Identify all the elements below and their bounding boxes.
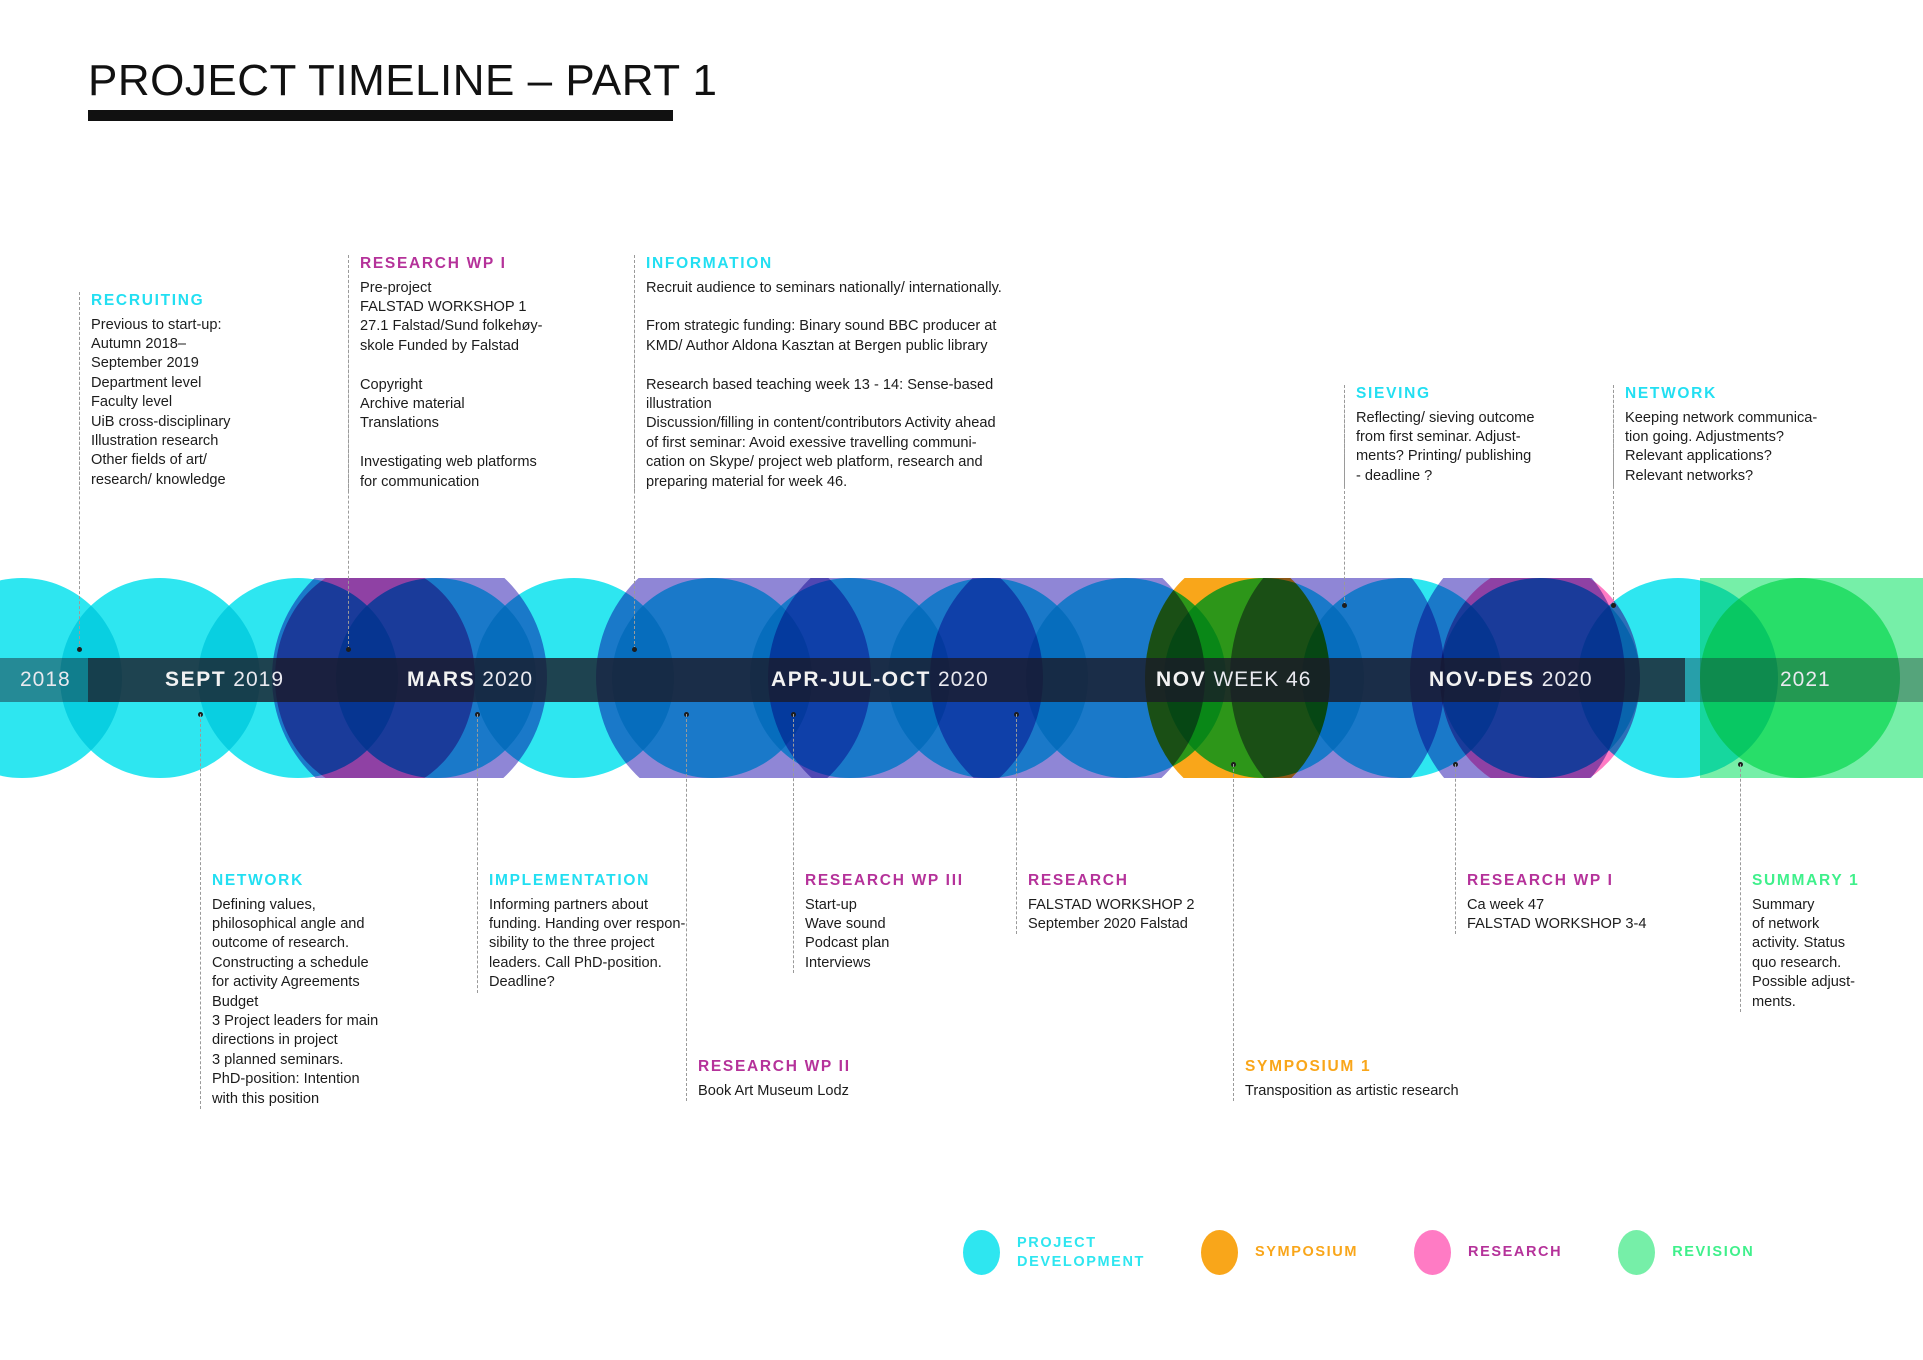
connector-symposium-1 <box>1233 764 1234 1066</box>
page-title-block: PROJECT TIMELINE – PART 1 <box>88 56 718 122</box>
legend-item-research: RESEARCH <box>1414 1230 1562 1275</box>
annotation-heading: RESEARCH WP III <box>805 872 964 889</box>
date-label-mars-2020: MARS 2020 <box>407 668 533 691</box>
connector-dot <box>1342 603 1347 608</box>
legend-item-revision: REVISION <box>1618 1230 1754 1275</box>
connector-research-wp-3 <box>793 714 794 880</box>
annotation-body: Informing partners about funding. Handin… <box>489 896 686 991</box>
annotation-sieving: SIEVING Reflecting/ sieving outcome from… <box>1344 385 1606 487</box>
connector-dot <box>346 647 351 652</box>
annotation-symposium-1: SYMPOSIUM 1 Transposition as artistic re… <box>1233 1058 1575 1101</box>
annotation-heading: RESEARCH WP I <box>360 255 507 272</box>
annotation-network-top: NETWORK Keeping network communica- tion … <box>1613 385 1885 487</box>
annotation-heading: IMPLEMENTATION <box>489 872 650 889</box>
circle-revision <box>1700 578 1900 778</box>
connector-network-top <box>1613 385 1614 605</box>
annotation-body: Pre-project FALSTAD WORKSHOP 1 27.1 Fals… <box>360 279 543 490</box>
connector-research-wp-2 <box>686 714 687 1066</box>
annotation-body: Defining values, philosophical angle and… <box>212 896 379 1107</box>
datebar <box>88 658 1685 702</box>
annotation-heading: NETWORK <box>212 872 304 889</box>
annotation-research-wp-2: RESEARCH WP II Book Art Museum Lodz <box>686 1058 978 1101</box>
datebar-segment-start <box>0 658 88 702</box>
annotation-heading: RECRUITING <box>91 292 205 309</box>
annotation-implementation: IMPLEMENTATION Informing partners about … <box>477 872 739 993</box>
annotation-body: Reflecting/ sieving outcome from first s… <box>1356 409 1535 484</box>
datebar-segment-end <box>1685 658 1923 702</box>
annotation-recruiting: RECRUITING Previous to start-up: Autumn … <box>79 292 351 491</box>
legend: PROJECT DEVELOPMENT SYMPOSIUM RESEARCH R… <box>963 1230 1810 1275</box>
legend-label: REVISION <box>1672 1244 1755 1261</box>
annotation-research-wp-1-top: RESEARCH WP I Pre-project FALSTAD WORKSH… <box>348 255 630 493</box>
legend-label: SYMPOSIUM <box>1254 1244 1359 1261</box>
legend-label: PROJECT DEVELOPMENT <box>1017 1235 1145 1270</box>
annotation-summary-1: SUMMARY 1 Summary of network activity. S… <box>1740 872 1912 1013</box>
legend-swatch-icon <box>1200 1230 1238 1275</box>
annotation-body: Book Art Museum Lodz <box>698 1082 849 1099</box>
date-label-sept-2019: SEPT 2019 <box>165 668 285 691</box>
connector-research-wp-1-bottom <box>1455 764 1456 880</box>
title-underline <box>88 110 673 122</box>
annotation-body: Previous to start-up: Autumn 2018– Septe… <box>91 316 231 488</box>
connector-dot <box>1611 603 1616 608</box>
legend-swatch-icon <box>1414 1230 1452 1275</box>
annotation-network-bottom: NETWORK Defining values, philosophical a… <box>200 872 462 1110</box>
annotation-heading: INFORMATION <box>646 255 773 272</box>
annotation-body: Keeping network communica- tion going. A… <box>1625 409 1818 484</box>
annotation-information: INFORMATION Recruit audience to seminars… <box>634 255 1046 493</box>
date-label-nov-week-46: NOV WEEK 46 <box>1156 668 1312 691</box>
date-label-2018: 2018 <box>20 668 71 691</box>
page-title: PROJECT TIMELINE – PART 1 <box>88 56 718 105</box>
annotation-body: FALSTAD WORKSHOP 2 September 2020 Falsta… <box>1028 896 1195 932</box>
annotation-heading: RESEARCH WP I <box>1467 872 1614 889</box>
legend-label: RESEARCH <box>1468 1244 1563 1261</box>
annotation-body: Ca week 47 FALSTAD WORKSHOP 3-4 <box>1467 896 1647 932</box>
annotation-body: Recruit audience to seminars nationally/… <box>646 279 1002 490</box>
annotation-heading: SYMPOSIUM 1 <box>1245 1058 1372 1075</box>
annotation-heading: RESEARCH WP II <box>698 1058 851 1075</box>
connector-dot <box>77 647 82 652</box>
connector-network-bottom <box>200 714 201 880</box>
connector-implementation <box>477 714 478 880</box>
connector-research-bottom <box>1016 714 1017 880</box>
annotation-research-wp-3: RESEARCH WP III Start-up Wave sound Podc… <box>793 872 1035 974</box>
annotation-heading: RESEARCH <box>1028 872 1129 889</box>
annotation-body: Start-up Wave sound Podcast plan Intervi… <box>805 896 890 971</box>
date-label-nov-des-2020: NOV-DES 2020 <box>1429 668 1593 691</box>
legend-swatch-icon <box>963 1230 1000 1275</box>
connector-dot <box>632 647 637 652</box>
annotation-research-bottom: RESEARCH FALSTAD WORKSHOP 2 September 20… <box>1016 872 1258 935</box>
annotation-heading: NETWORK <box>1625 385 1717 402</box>
connector-sieving <box>1344 385 1345 605</box>
date-label-apr-jul-oct-2020: APR-JUL-OCT 2020 <box>771 668 989 691</box>
legend-item-symposium: SYMPOSIUM <box>1200 1230 1359 1275</box>
legend-swatch-icon <box>1618 1230 1656 1275</box>
annotation-body: Summary of network activity. Status quo … <box>1752 896 1856 1010</box>
date-label-2021: 2021 <box>1780 668 1831 691</box>
annotation-body: Transposition as artistic research <box>1245 1082 1459 1099</box>
legend-item-project-development: PROJECT DEVELOPMENT <box>963 1230 1145 1275</box>
connector-summary-1 <box>1740 764 1741 880</box>
annotation-heading: SIEVING <box>1356 385 1431 402</box>
annotation-heading: SUMMARY 1 <box>1752 872 1860 889</box>
annotation-research-wp-1-bottom: RESEARCH WP I Ca week 47 FALSTAD WORKSHO… <box>1455 872 1727 935</box>
